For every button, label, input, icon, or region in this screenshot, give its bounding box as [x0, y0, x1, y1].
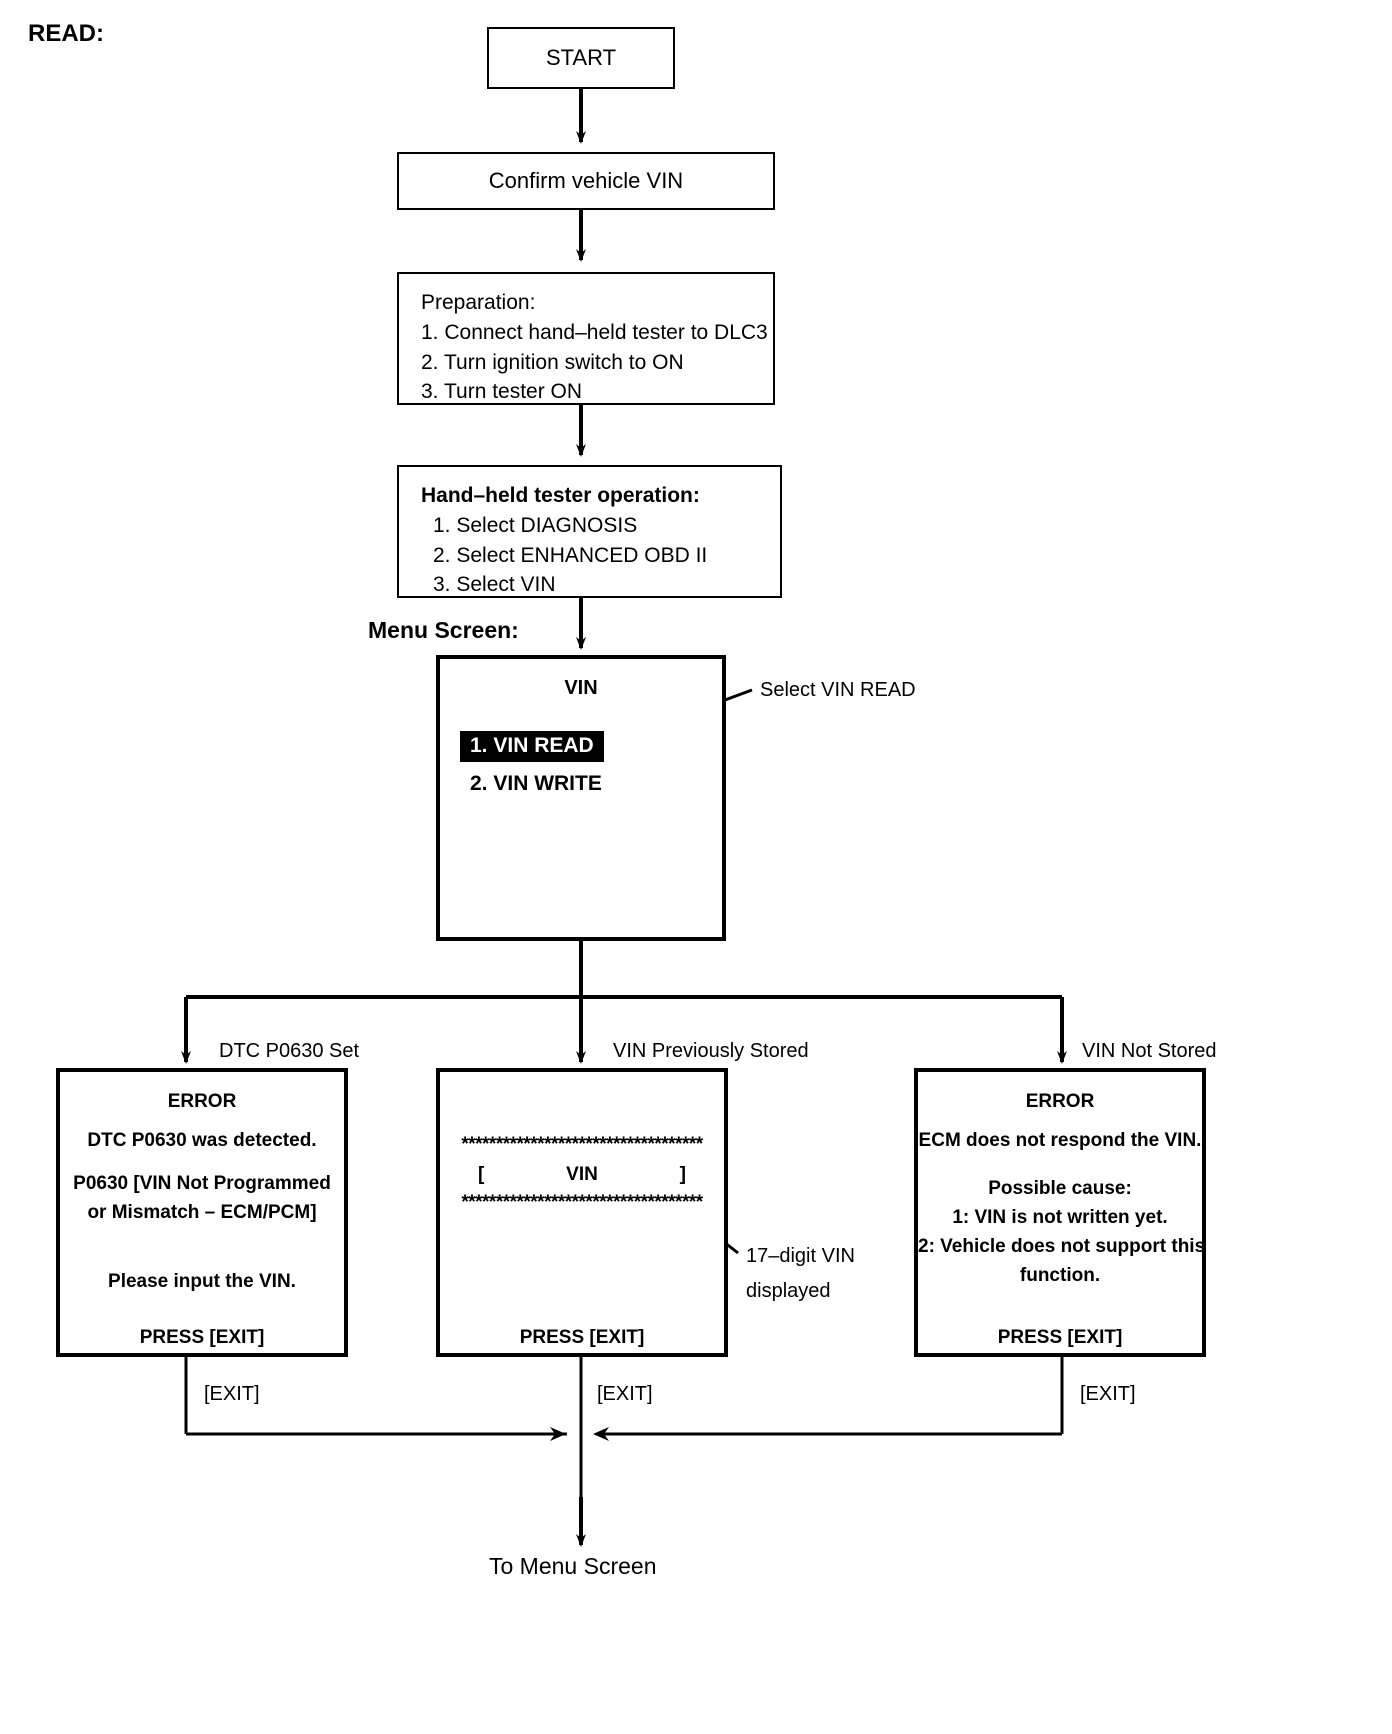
left-screen-line-4: Please input the VIN.: [108, 1271, 296, 1292]
preparation-step-2: 2. Turn ignition switch to ON: [421, 350, 684, 374]
right-screen-line-3: 1: VIN is not written yet.: [952, 1207, 1168, 1228]
start-box: START: [487, 27, 675, 89]
callout-select-vin-read: Select VIN READ: [760, 679, 916, 701]
result-screen-right: ERROR ECM does not respond the VIN. Poss…: [914, 1068, 1206, 1357]
left-screen-title: ERROR: [167, 1091, 237, 1112]
tester-operation-step-2: 2. Select ENHANCED OBD II: [433, 543, 708, 567]
preparation-box: Preparation: 1. Connect hand–held tester…: [397, 272, 775, 405]
tester-operation-step-3: 3. Select VIN: [433, 573, 556, 597]
preparation-step-3: 3. Turn tester ON: [421, 380, 583, 404]
right-screen-line-4: 2: Vehicle does not support this: [918, 1236, 1206, 1257]
preparation-step-1: 1. Connect hand–held tester to DLC3: [421, 320, 768, 344]
result-screen-left: ERROR DTC P0630 was detected. P0630 [VIN…: [56, 1068, 348, 1357]
confirm-vin-box: Confirm vehicle VIN: [397, 152, 775, 210]
right-screen-line-5: function.: [1019, 1265, 1101, 1286]
left-screen-footer: PRESS [EXIT]: [139, 1327, 265, 1348]
middle-screen-vin-text: VIN: [566, 1164, 598, 1185]
result-screen-middle: *********************************** [ VI…: [436, 1068, 728, 1357]
left-screen-line-1: DTC P0630 was detected.: [87, 1130, 317, 1151]
start-label: START: [545, 45, 617, 70]
left-screen-line-2: P0630 [VIN Not Programmed: [73, 1173, 331, 1194]
confirm-vin-label: Confirm vehicle VIN: [488, 168, 684, 193]
menu-screen-title: VIN: [564, 677, 598, 699]
preparation-list: Preparation: 1. Connect hand–held tester…: [399, 274, 773, 407]
exit-label-middle: [EXIT]: [597, 1383, 653, 1405]
preparation-title: Preparation:: [421, 291, 536, 314]
middle-screen-footer: PRESS [EXIT]: [519, 1327, 645, 1348]
menu-item-vin-write[interactable]: 2. VIN WRITE: [470, 772, 602, 795]
tester-operation-list: Hand–held tester operation: 1. Select DI…: [399, 467, 780, 600]
middle-screen-stars-top: ***********************************: [461, 1134, 703, 1155]
middle-screen-vin-right-bracket: ]: [679, 1164, 686, 1185]
tester-operation-box: Hand–held tester operation: 1. Select DI…: [397, 465, 782, 598]
exit-label-left: [EXIT]: [204, 1383, 260, 1405]
callout-17-digit-vin-line-1: 17–digit VIN: [746, 1245, 855, 1267]
exit-label-right: [EXIT]: [1080, 1383, 1136, 1405]
menu-screen-box: VIN 1. VIN READ 2. VIN WRITE: [436, 655, 726, 941]
callout-17-digit-vin-line-2: displayed: [746, 1280, 831, 1302]
menu-item-vin-read[interactable]: 1. VIN READ: [460, 731, 604, 762]
right-screen-line-1: ECM does not respond the VIN.: [918, 1130, 1202, 1151]
branch-label-dtc-p0630-set: DTC P0630 Set: [219, 1040, 360, 1062]
middle-screen-vin-left-bracket: [: [478, 1164, 485, 1185]
branch-label-vin-not-stored: VIN Not Stored: [1082, 1040, 1217, 1062]
to-menu-screen-label: To Menu Screen: [489, 1553, 657, 1579]
tester-operation-step-1: 1. Select DIAGNOSIS: [433, 513, 638, 537]
left-screen-line-3: or Mismatch – ECM/PCM]: [87, 1202, 317, 1223]
menu-screen-section-label: Menu Screen:: [368, 617, 519, 643]
page-title: READ:: [28, 20, 104, 47]
tester-operation-title: Hand–held tester operation:: [421, 484, 700, 507]
right-screen-footer: PRESS [EXIT]: [997, 1327, 1123, 1348]
right-screen-title: ERROR: [1025, 1091, 1095, 1112]
middle-screen-stars-bottom: ***********************************: [461, 1192, 703, 1213]
branch-label-vin-previously-stored: VIN Previously Stored: [613, 1040, 809, 1062]
right-screen-line-2: Possible cause:: [988, 1178, 1132, 1199]
